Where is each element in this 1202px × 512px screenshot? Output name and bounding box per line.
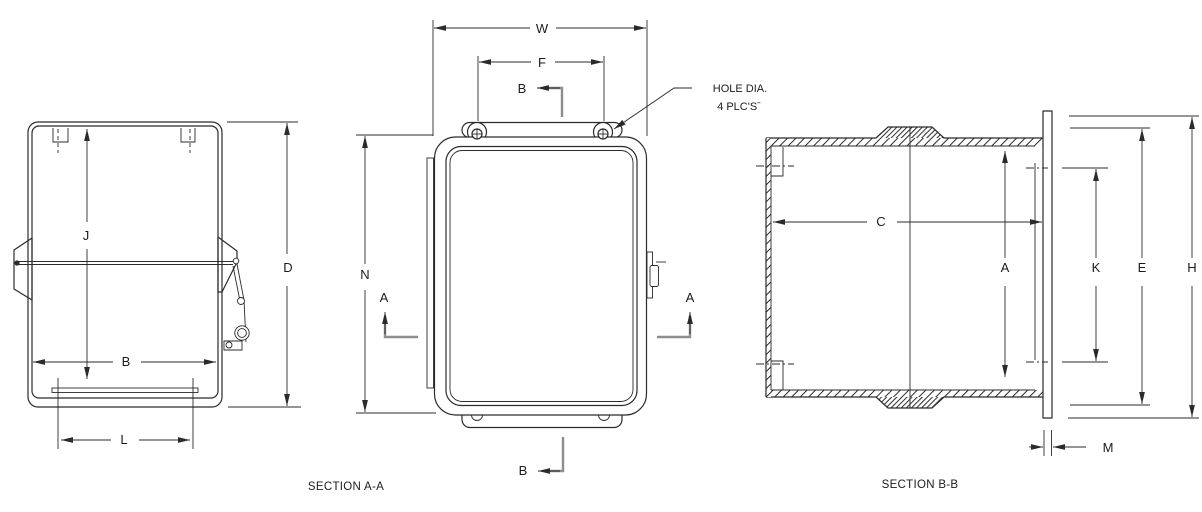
- dim-label-L: L: [120, 432, 127, 447]
- dim-label-J: J: [83, 228, 90, 243]
- section-cut-marker-a-left: A: [380, 290, 418, 339]
- dim-label-H: H: [1187, 260, 1196, 275]
- dim-label-C: C: [876, 214, 885, 229]
- caption-section-a-a: SECTION A-A: [308, 481, 384, 493]
- side-latch-assembly: [217, 236, 250, 351]
- dim-N: N: [356, 134, 436, 414]
- dim-B: B: [33, 354, 216, 369]
- dim-D: D: [227, 121, 301, 408]
- dim-K: K: [1062, 167, 1108, 363]
- dim-J: J: [83, 129, 90, 379]
- dim-L: L: [57, 378, 194, 449]
- dim-label-N: N: [360, 267, 369, 282]
- note-line-2: 4 PLC'Sˉ: [717, 101, 761, 113]
- dim-label-M: M: [1103, 440, 1114, 455]
- section-cut-marker-b-top: B: [518, 81, 564, 117]
- dim-H: H: [1068, 115, 1199, 419]
- tab-hole-left: [471, 414, 483, 421]
- front-latch: [646, 251, 666, 299]
- hole-dia-note: HOLE DIA. 4 PLC'Sˉ: [613, 83, 767, 130]
- section-cut-marker-b-bottom: B: [519, 437, 565, 478]
- side-section-view: J D B L: [13, 121, 301, 449]
- dim-label-E: E: [1138, 260, 1147, 275]
- cut-label-a-right: A: [686, 290, 695, 305]
- end-flange: [1042, 110, 1053, 419]
- dim-label-F: F: [538, 55, 546, 70]
- dim-label-K: K: [1092, 260, 1101, 275]
- end-shell-walls: [765, 126, 1043, 409]
- end-section-view-b-b: C A K E H: [756, 110, 1199, 491]
- side-hinge-pin: [14, 260, 233, 266]
- dim-label-W: W: [536, 21, 549, 36]
- front-view-section-a-a: W F N B B A: [308, 20, 767, 493]
- note-line-1: HOLE DIA.: [713, 83, 767, 95]
- mounting-screw-left: [471, 128, 483, 140]
- mounting-screw-right: [597, 128, 609, 140]
- dim-M: M: [1029, 430, 1113, 456]
- dim-label-D: D: [283, 260, 292, 275]
- caption-section-b-b: SECTION B-B: [882, 479, 959, 491]
- cut-label-a-left: A: [380, 290, 389, 305]
- dim-A: A: [1001, 151, 1010, 377]
- dim-F: F: [477, 55, 605, 121]
- cut-label-b-top: B: [518, 81, 527, 96]
- note-leader-arrow: [613, 87, 692, 130]
- dim-E: E: [1070, 127, 1150, 406]
- front-hinge: [426, 157, 434, 389]
- dim-label-B: B: [122, 354, 131, 369]
- side-bottom-panel: [51, 387, 199, 393]
- cut-label-b-bottom: B: [519, 463, 528, 478]
- end-brackets: [756, 147, 1048, 390]
- dim-label-A: A: [1001, 260, 1010, 275]
- dim-W: W: [432, 20, 648, 136]
- side-corner-brackets: [52, 128, 196, 153]
- dim-C: C: [773, 214, 1042, 229]
- side-hinge-boss: [13, 237, 33, 301]
- section-cut-marker-a-right: A: [657, 290, 695, 339]
- front-door-panel: [445, 145, 638, 407]
- tab-hole-right: [598, 414, 610, 421]
